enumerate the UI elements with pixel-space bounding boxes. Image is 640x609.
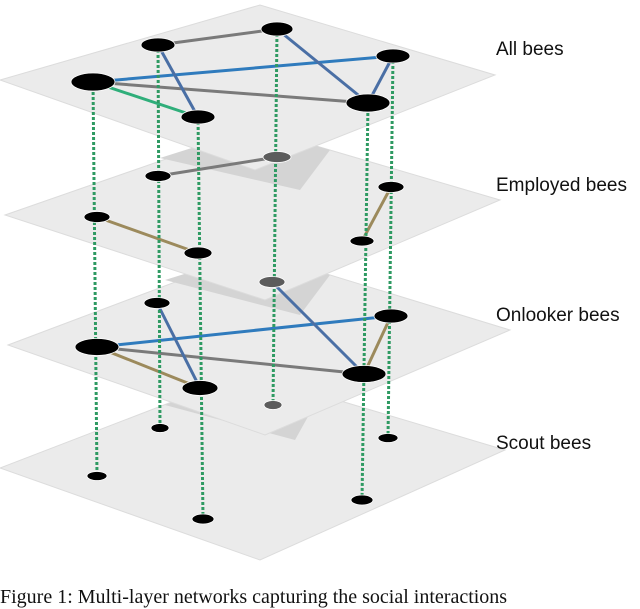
node	[345, 93, 391, 113]
node	[349, 235, 375, 247]
edge	[96, 345, 365, 376]
node	[70, 72, 116, 92]
node	[83, 211, 111, 223]
node	[140, 37, 176, 53]
edge	[362, 315, 393, 375]
edge	[270, 280, 366, 376]
edge	[155, 302, 202, 389]
nodes-all-bees	[70, 21, 411, 125]
node	[377, 433, 399, 443]
interlayer-link	[196, 116, 205, 520]
nodes-employed-bees	[83, 151, 405, 260]
interlayer-link	[360, 102, 370, 501]
node	[150, 423, 170, 433]
node	[180, 109, 216, 125]
node	[373, 308, 409, 324]
nodes-scout-bees	[86, 400, 399, 525]
edge	[276, 27, 369, 105]
edge	[96, 215, 199, 255]
edge	[92, 80, 369, 105]
layer-label-employed-bees: Employed bees	[496, 175, 627, 196]
node	[341, 365, 387, 383]
edge	[157, 27, 278, 47]
node	[375, 48, 411, 64]
edge	[360, 186, 393, 242]
layer-plane-all	[0, 4, 497, 171]
interlayer-link	[156, 44, 162, 429]
interlayer-link	[91, 81, 99, 477]
edge	[156, 44, 200, 118]
figure-caption: Figure 1: Multi-layer networks capturing…	[0, 586, 508, 608]
node	[143, 297, 171, 309]
node	[191, 513, 215, 525]
edges-employed-bees	[96, 155, 393, 255]
interlayer-link	[386, 55, 395, 439]
layer-label-all-bees: All bees	[496, 39, 564, 60]
node	[377, 181, 405, 193]
edge	[157, 155, 278, 178]
node	[350, 494, 374, 506]
node	[144, 170, 172, 182]
node	[260, 21, 294, 37]
node	[181, 380, 219, 396]
edge	[92, 54, 394, 84]
node	[183, 246, 213, 260]
nodes-onlooker-bees	[74, 276, 409, 396]
edges-onlooker-bees	[96, 280, 393, 390]
edge	[96, 345, 201, 390]
layer-label-onlooker-bees: Onlooker bees	[496, 305, 620, 326]
node	[258, 276, 286, 288]
interlayer-link	[271, 28, 279, 406]
node	[263, 400, 283, 410]
node	[74, 338, 120, 356]
layer-label-scout-bees: Scout bees	[496, 433, 592, 454]
edge	[96, 314, 392, 349]
interlayer-links	[91, 28, 395, 520]
node	[86, 471, 108, 481]
node	[262, 151, 292, 163]
